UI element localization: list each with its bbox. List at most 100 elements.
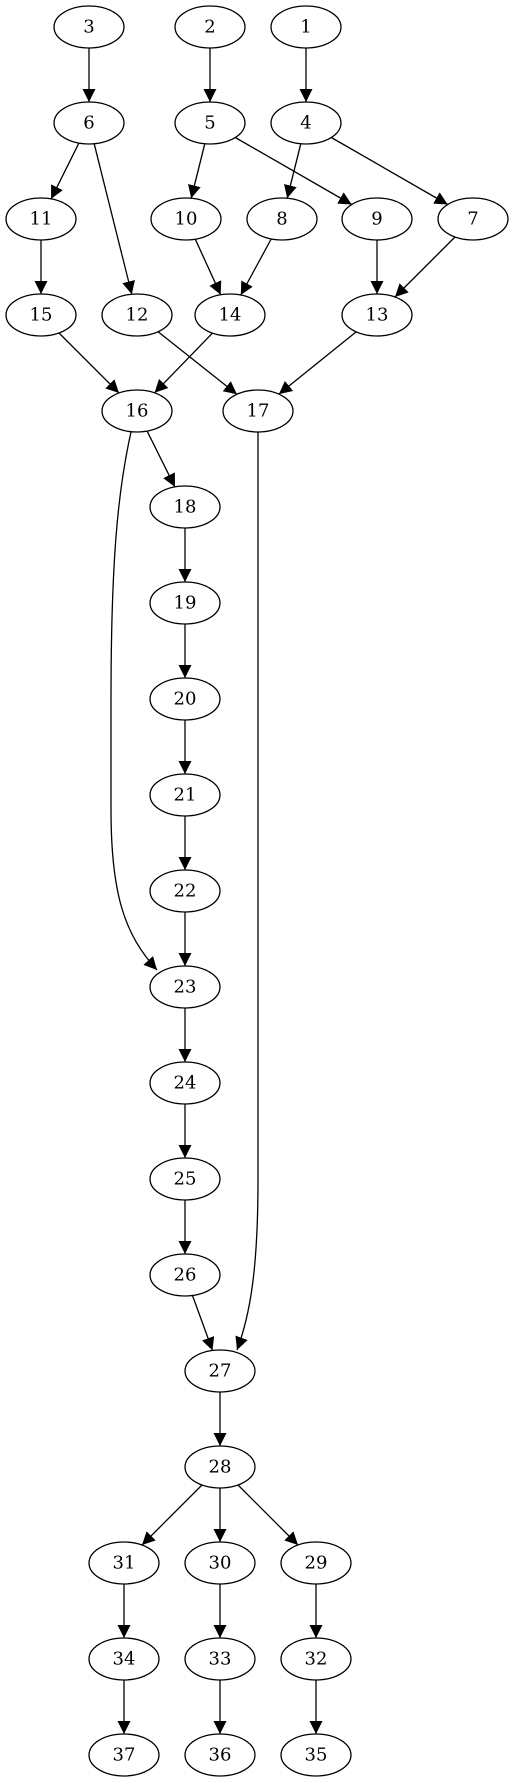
node-ellipse [5, 293, 77, 337]
node-ellipse [280, 1637, 352, 1681]
node-ellipse [194, 293, 266, 337]
node-label: 26 [174, 1265, 197, 1286]
node-19: 19 [149, 581, 221, 625]
node-label: 27 [209, 1361, 232, 1382]
edge-28-to-29 [237, 1484, 299, 1546]
node-label: 9 [371, 209, 382, 230]
node-15: 15 [5, 293, 77, 337]
node-36: 36 [184, 1733, 256, 1777]
edge-10-to-14 [194, 238, 222, 296]
node-ellipse [246, 197, 318, 241]
node-11: 11 [5, 197, 77, 241]
edge-14-to-16 [154, 332, 213, 394]
node-ellipse [149, 1253, 221, 1297]
node-ellipse [53, 101, 125, 145]
node-31: 31 [88, 1541, 160, 1585]
node-7: 7 [437, 197, 509, 241]
node-18: 18 [149, 485, 221, 529]
node-label: 18 [174, 497, 197, 518]
node-10: 10 [150, 197, 222, 241]
node-9: 9 [341, 197, 413, 241]
node-label: 37 [113, 1745, 136, 1766]
node-ellipse [149, 485, 221, 529]
node-ellipse [53, 5, 125, 49]
node-ellipse [437, 197, 509, 241]
edges-layer [34, 48, 456, 1734]
edge-26-to-27 [191, 1295, 215, 1351]
node-ellipse [101, 293, 173, 337]
node-21: 21 [149, 773, 221, 817]
edge-12-to-17 [157, 331, 238, 395]
node-ellipse [149, 773, 221, 817]
node-label: 13 [366, 305, 389, 326]
node-ellipse [341, 197, 413, 241]
node-2: 2 [174, 5, 246, 49]
node-label: 8 [276, 209, 287, 230]
node-ellipse [88, 1637, 160, 1681]
node-6: 6 [53, 101, 125, 145]
node-ellipse [280, 1733, 352, 1777]
node-label: 19 [174, 593, 197, 614]
node-label: 25 [174, 1169, 197, 1190]
node-ellipse [88, 1541, 160, 1585]
node-16: 16 [101, 389, 173, 433]
node-33: 33 [184, 1637, 256, 1681]
node-3: 3 [53, 5, 125, 49]
node-12: 12 [101, 293, 173, 337]
node-label: 12 [126, 305, 149, 326]
node-22: 22 [149, 869, 221, 913]
node-label: 28 [209, 1457, 232, 1478]
edge-5-to-10 [188, 143, 206, 199]
edge-8-to-14 [240, 238, 272, 296]
node-37: 37 [88, 1733, 160, 1777]
node-label: 15 [30, 305, 53, 326]
node-28: 28 [184, 1445, 256, 1489]
node-ellipse [222, 389, 294, 433]
node-label: 1 [300, 17, 311, 38]
edge-28-to-31 [141, 1484, 203, 1546]
node-ellipse [149, 1061, 221, 1105]
node-label: 2 [204, 17, 215, 38]
node-label: 20 [174, 689, 197, 710]
node-34: 34 [88, 1637, 160, 1681]
node-label: 5 [204, 113, 215, 134]
node-ellipse [149, 1157, 221, 1201]
node-27: 27 [184, 1349, 256, 1393]
node-5: 5 [174, 101, 246, 145]
node-26: 26 [149, 1253, 221, 1297]
node-label: 4 [300, 113, 311, 134]
node-24: 24 [149, 1061, 221, 1105]
node-ellipse [149, 965, 221, 1009]
node-label: 17 [247, 401, 270, 422]
node-4: 4 [270, 101, 342, 145]
node-label: 32 [305, 1649, 328, 1670]
node-30: 30 [184, 1541, 256, 1585]
edge-4-to-8 [284, 143, 302, 199]
edge-16-to-18 [146, 430, 176, 488]
node-ellipse [149, 677, 221, 721]
node-label: 7 [467, 209, 478, 230]
node-23: 23 [149, 965, 221, 1009]
node-label: 29 [305, 1553, 328, 1574]
node-ellipse [150, 197, 222, 241]
node-ellipse [101, 389, 173, 433]
node-1: 1 [270, 5, 342, 49]
node-label: 14 [219, 305, 242, 326]
node-20: 20 [149, 677, 221, 721]
node-8: 8 [246, 197, 318, 241]
node-label: 22 [174, 881, 197, 902]
node-ellipse [184, 1349, 256, 1393]
node-32: 32 [280, 1637, 352, 1681]
node-label: 36 [209, 1745, 232, 1766]
node-label: 34 [113, 1649, 136, 1670]
node-label: 11 [30, 209, 53, 230]
node-35: 35 [280, 1733, 352, 1777]
node-ellipse [280, 1541, 352, 1585]
node-ellipse [149, 869, 221, 913]
node-label: 3 [83, 17, 94, 38]
node-ellipse [184, 1733, 256, 1777]
node-17: 17 [222, 389, 294, 433]
node-ellipse [270, 5, 342, 49]
node-label: 33 [209, 1649, 232, 1670]
